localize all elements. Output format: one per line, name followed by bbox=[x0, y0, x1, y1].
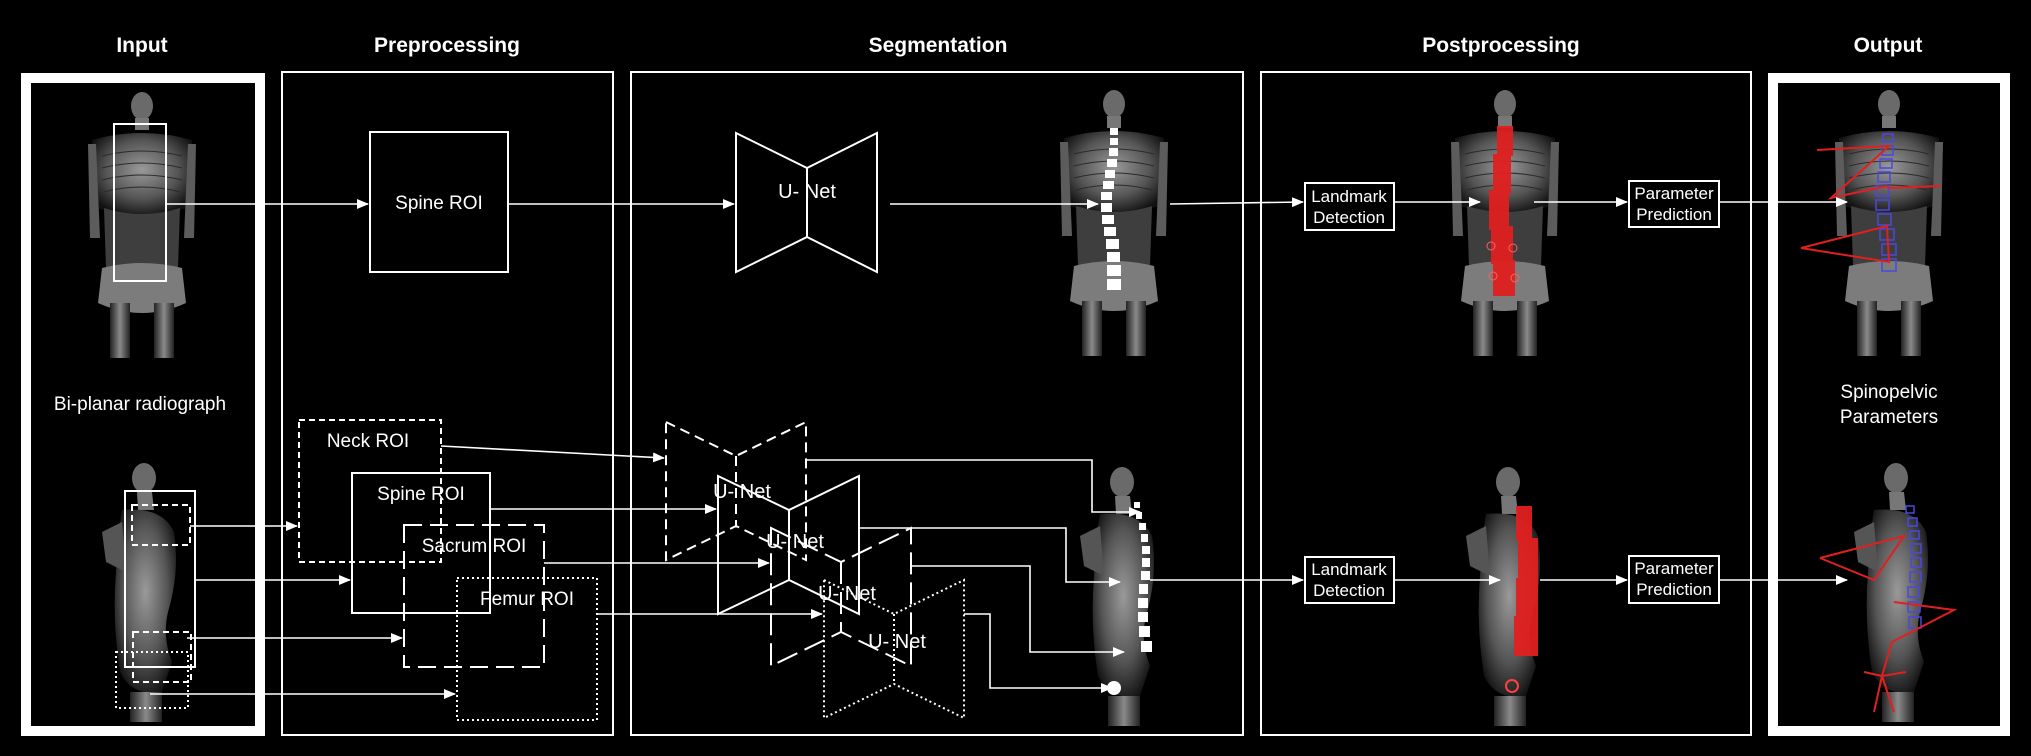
input-frontal-roi-box bbox=[113, 123, 167, 282]
input-lateral-spine-box bbox=[124, 490, 196, 668]
header-preprocessing: Preprocessing bbox=[374, 34, 520, 57]
header-postprocessing: Postprocessing bbox=[1422, 34, 1580, 57]
unet-lateral-3-label: U- Net bbox=[818, 583, 876, 605]
femur-roi-box bbox=[456, 577, 598, 721]
parameter-prediction-frontal-line2: Prediction bbox=[1636, 205, 1712, 224]
landmark-detection-lateral-line1: Landmark bbox=[1311, 560, 1387, 579]
unet-frontal-shape bbox=[735, 131, 878, 274]
lateral-spine-roi-label: Spine ROI bbox=[377, 484, 465, 505]
input-caption: Bi-planar radiograph bbox=[54, 394, 226, 415]
unet-lateral-1-shape bbox=[665, 420, 807, 562]
segmentation-lateral-result bbox=[1060, 466, 1180, 726]
parameter-prediction-frontal-box bbox=[1628, 180, 1720, 228]
sacrum-roi-label: Sacrum ROI bbox=[422, 536, 527, 557]
segmentation-frontal-result bbox=[1053, 85, 1175, 357]
header-segmentation: Segmentation bbox=[869, 34, 1008, 57]
input-lateral-sacrum-box bbox=[132, 631, 192, 683]
output-caption-line2: Parameters bbox=[1840, 407, 1938, 428]
parameter-prediction-lateral-line1: Parameter bbox=[1634, 559, 1714, 578]
unet-frontal-label: U- Net bbox=[778, 181, 836, 203]
parameter-prediction-lateral-line2: Prediction bbox=[1636, 580, 1712, 599]
landmark-detection-frontal-line2: Detection bbox=[1313, 208, 1385, 227]
spine-roi-frontal-box bbox=[369, 131, 509, 273]
neck-roi-label: Neck ROI bbox=[327, 431, 409, 452]
unet-lateral-4-label: U- Net bbox=[868, 631, 926, 653]
unet-lateral-4-shape bbox=[823, 578, 965, 720]
landmark-detection-lateral-line2: Detection bbox=[1313, 581, 1385, 600]
sacrum-roi-box bbox=[403, 524, 545, 668]
input-lateral-femur-box bbox=[115, 651, 189, 709]
segmentation-panel bbox=[630, 71, 1244, 736]
parameter-prediction-frontal-line1: Parameter bbox=[1634, 184, 1714, 203]
unet-lateral-3-shape bbox=[770, 526, 912, 668]
postprocessing-lateral-landmarks bbox=[1446, 466, 1566, 726]
output-caption-line1: Spinopelvic bbox=[1840, 382, 1937, 403]
header-output: Output bbox=[1854, 34, 1923, 57]
unet-lateral-1-label: U- Net bbox=[713, 481, 771, 503]
landmark-detection-frontal-box bbox=[1304, 182, 1395, 231]
input-lateral-neck-box bbox=[131, 504, 191, 546]
femur-roi-label: Femur ROI bbox=[480, 589, 574, 610]
input-frontal-radiograph bbox=[81, 87, 203, 359]
preprocessing-panel bbox=[281, 71, 614, 736]
output-frontal-parameters bbox=[1800, 85, 1950, 357]
spine-roi-frontal-label: Spine ROI bbox=[395, 193, 483, 214]
output-lateral-parameters bbox=[1819, 462, 1958, 722]
postprocessing-frontal-landmarks bbox=[1444, 85, 1566, 357]
lateral-spine-roi-box bbox=[351, 472, 491, 614]
landmark-detection-frontal-line1: Landmark bbox=[1311, 187, 1387, 206]
postprocessing-panel bbox=[1260, 71, 1752, 736]
connector-arrows bbox=[150, 197, 1848, 699]
neck-roi-box bbox=[298, 419, 442, 563]
header-input: Input bbox=[116, 34, 167, 57]
